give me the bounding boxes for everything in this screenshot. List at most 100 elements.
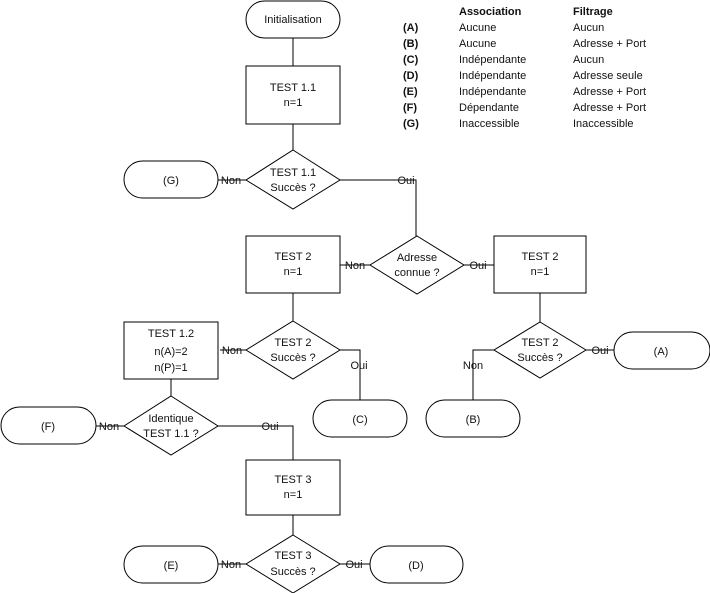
process-title: TEST 2	[521, 251, 558, 263]
terminal-a: (A)	[613, 331, 710, 370]
label-no-dec11: Non	[221, 175, 241, 187]
process-detail-1: n(A)=2	[154, 346, 187, 358]
process-detail: n=1	[531, 266, 550, 278]
legend-association: Inaccessible	[459, 118, 520, 130]
terminal-label: (A)	[654, 346, 669, 358]
terminal-d: (D)	[369, 545, 464, 584]
process-detail: n=1	[284, 266, 303, 278]
terminal-label: (F)	[41, 421, 55, 433]
label-yes-dec3: Oui	[345, 559, 362, 571]
decision-test-1-1-success: TEST 1.1 Succès ?	[245, 149, 341, 210]
label-no-dec2a: Non	[222, 345, 242, 357]
terminal-label: (G)	[163, 175, 179, 187]
legend-row: (B) Aucune Adresse + Port	[403, 38, 646, 50]
legend-association: Aucune	[459, 38, 496, 50]
legend-header-association: Association	[459, 6, 522, 18]
process-test-1-2: TEST 1.2 n(A)=2 n(P)=1	[123, 321, 219, 380]
decision-line-1: TEST 3	[274, 550, 311, 562]
decision-line-1: Adresse	[397, 252, 437, 264]
process-test-3: TEST 3 n=1	[245, 459, 341, 516]
legend-filtrage: Aucun	[573, 22, 604, 34]
legend-association: Indépendante	[459, 54, 526, 66]
terminal-b: (B)	[425, 399, 521, 438]
decision-line-2: Succès ?	[270, 352, 315, 364]
legend-row: (E) Indépendante Adresse + Port	[403, 86, 646, 98]
decision-line-2: connue ?	[394, 267, 439, 279]
label-no-addr: Non	[345, 260, 365, 272]
connector-dec2b-no	[472, 349, 494, 400]
process-title: TEST 3	[274, 474, 311, 486]
legend-key: (D)	[403, 70, 419, 82]
legend-row: (D) Indépendante Adresse seule	[403, 70, 643, 82]
process-title: TEST 2	[274, 251, 311, 263]
decision-line-2: Succès ?	[270, 182, 315, 194]
terminal-label: (B)	[466, 414, 481, 426]
legend-key: (C)	[403, 54, 419, 66]
connector-dec2a-yes	[340, 349, 361, 400]
connectors	[96, 38, 614, 565]
terminal-label: (D)	[408, 560, 423, 572]
label-yes-dec11: Oui	[397, 175, 414, 187]
legend-filtrage: Adresse seule	[573, 70, 643, 82]
terminal-c: (C)	[312, 399, 408, 438]
legend-association: Aucune	[459, 22, 496, 34]
terminal-g: (G)	[123, 160, 219, 199]
legend-header-filtrage: Filtrage	[573, 6, 613, 18]
decision-test-2-success-left: TEST 2 Succès ?	[245, 320, 341, 380]
start-node-label: Initialisation	[264, 14, 321, 26]
legend-filtrage: Adresse + Port	[573, 86, 646, 98]
legend-key: (G)	[403, 118, 419, 130]
legend-key: (A)	[403, 22, 419, 34]
connector-dec11-yes	[340, 179, 417, 236]
legend-association: Dépendante	[459, 102, 519, 114]
decision-line-2: Succès ?	[270, 566, 315, 578]
decision-line-1: TEST 1.1	[270, 167, 316, 179]
process-test-2-right: TEST 2 n=1	[493, 235, 587, 294]
legend-association: Indépendante	[459, 86, 526, 98]
decision-line-1: TEST 2	[521, 337, 558, 349]
decision-line-2: Succès ?	[517, 352, 562, 364]
terminal-f: (F)	[0, 406, 97, 445]
process-detail: n=1	[284, 97, 303, 109]
terminal-e: (E)	[123, 545, 219, 584]
process-detail: n=1	[284, 489, 303, 501]
decision-line-1: TEST 2	[274, 337, 311, 349]
label-no-ident: Non	[99, 421, 119, 433]
process-detail-2: n(P)=1	[154, 362, 187, 374]
process-title: TEST 1.2	[148, 328, 194, 340]
legend-key: (E)	[403, 86, 418, 98]
legend-row: (G) Inaccessible Inaccessible	[403, 118, 634, 130]
label-yes-addr: Oui	[469, 260, 486, 272]
legend-key: (B)	[403, 38, 419, 50]
process-title: TEST 1.1	[270, 82, 316, 94]
label-no-dec3: Non	[221, 559, 241, 571]
label-yes-dec2a: Oui	[350, 360, 367, 372]
decision-identical-test-1-1: Identique TEST 1.1 ?	[123, 395, 219, 456]
terminal-label: (E)	[164, 560, 179, 572]
decision-line-2: TEST 1.1 ?	[143, 428, 198, 440]
legend-filtrage: Adresse + Port	[573, 102, 646, 114]
label-yes-dec2b: Oui	[591, 345, 608, 357]
terminal-label: (C)	[352, 414, 367, 426]
process-test-2-left: TEST 2 n=1	[245, 235, 341, 294]
legend-row: (A) Aucune Aucun	[403, 22, 604, 34]
label-yes-ident: Oui	[261, 421, 278, 433]
process-test-1-1: TEST 1.1 n=1	[245, 65, 341, 125]
legend-filtrage: Inaccessible	[573, 118, 634, 130]
decision-line-1: Identique	[148, 413, 193, 425]
label-no-dec2b: Non	[463, 360, 483, 372]
legend-key: (F)	[403, 102, 417, 114]
start-node-initialisation: Initialisation	[245, 0, 341, 39]
decision-test-3-success: TEST 3 Succès ?	[245, 534, 341, 593]
decision-test-2-success-right: TEST 2 Succès ?	[493, 321, 587, 379]
legend-row: (C) Indépendante Aucun	[403, 54, 604, 66]
legend-row: (F) Dépendante Adresse + Port	[403, 102, 646, 114]
decision-address-known: Adresse connue ?	[369, 235, 465, 295]
legend-filtrage: Adresse + Port	[573, 38, 646, 50]
legend-association: Indépendante	[459, 70, 526, 82]
connector-ident-yes	[218, 425, 294, 460]
legend-filtrage: Aucun	[573, 54, 604, 66]
